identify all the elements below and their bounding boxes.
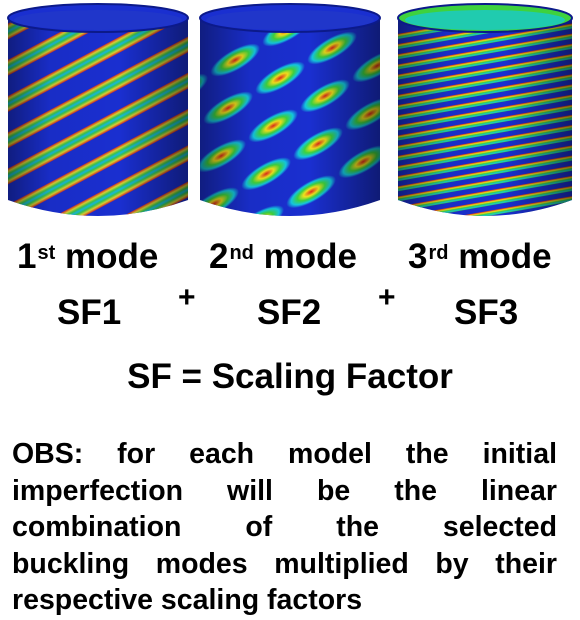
mode-1-number: 1: [17, 237, 37, 276]
observation-note: OBS: for each model the initial imperfec…: [12, 436, 557, 619]
plus-operator-1: +: [178, 281, 196, 314]
cylinder-mode-2: [199, 3, 381, 216]
scaling-factor-1: SF1: [57, 293, 122, 332]
mode-3-label: 3rd mode: [408, 237, 552, 277]
observation-line-5: respective scaling factors: [12, 584, 363, 616]
mode-1-ordinal-suffix: st: [37, 242, 56, 264]
mode-2-word: mode: [263, 237, 357, 276]
mode-2-ordinal-suffix: nd: [229, 242, 254, 264]
observation-line-3: combination of the selected: [12, 511, 557, 543]
scaling-factor-3: SF3: [454, 293, 519, 332]
mode-2-contour-bands: [200, 18, 380, 216]
mode-1-contour-bands: [8, 18, 188, 216]
plus-operator-2: +: [378, 281, 396, 314]
scaling-factor-2: SF2: [257, 293, 322, 332]
observation-line-4: buckling modes multiplied by their: [12, 547, 557, 580]
scaling-factor-definition: SF = Scaling Factor: [127, 357, 453, 396]
cylinder-mode-1: [7, 3, 189, 216]
mode-2-label: 2nd mode: [209, 237, 357, 277]
mode-3-word: mode: [458, 237, 552, 276]
cylinder-mode-3: [397, 3, 573, 216]
mode-3-ordinal-suffix: rd: [428, 242, 449, 264]
mode-3-number: 3: [408, 237, 428, 276]
mode-1-label: 1st mode: [17, 237, 158, 277]
mode-3-contour-bands: [398, 18, 572, 216]
mode-1-word: mode: [65, 237, 159, 276]
observation-line-1: OBS: for each model the initial: [12, 438, 557, 470]
observation-line-2: imperfection will be the linear: [12, 474, 557, 507]
mode-2-number: 2: [209, 237, 229, 276]
